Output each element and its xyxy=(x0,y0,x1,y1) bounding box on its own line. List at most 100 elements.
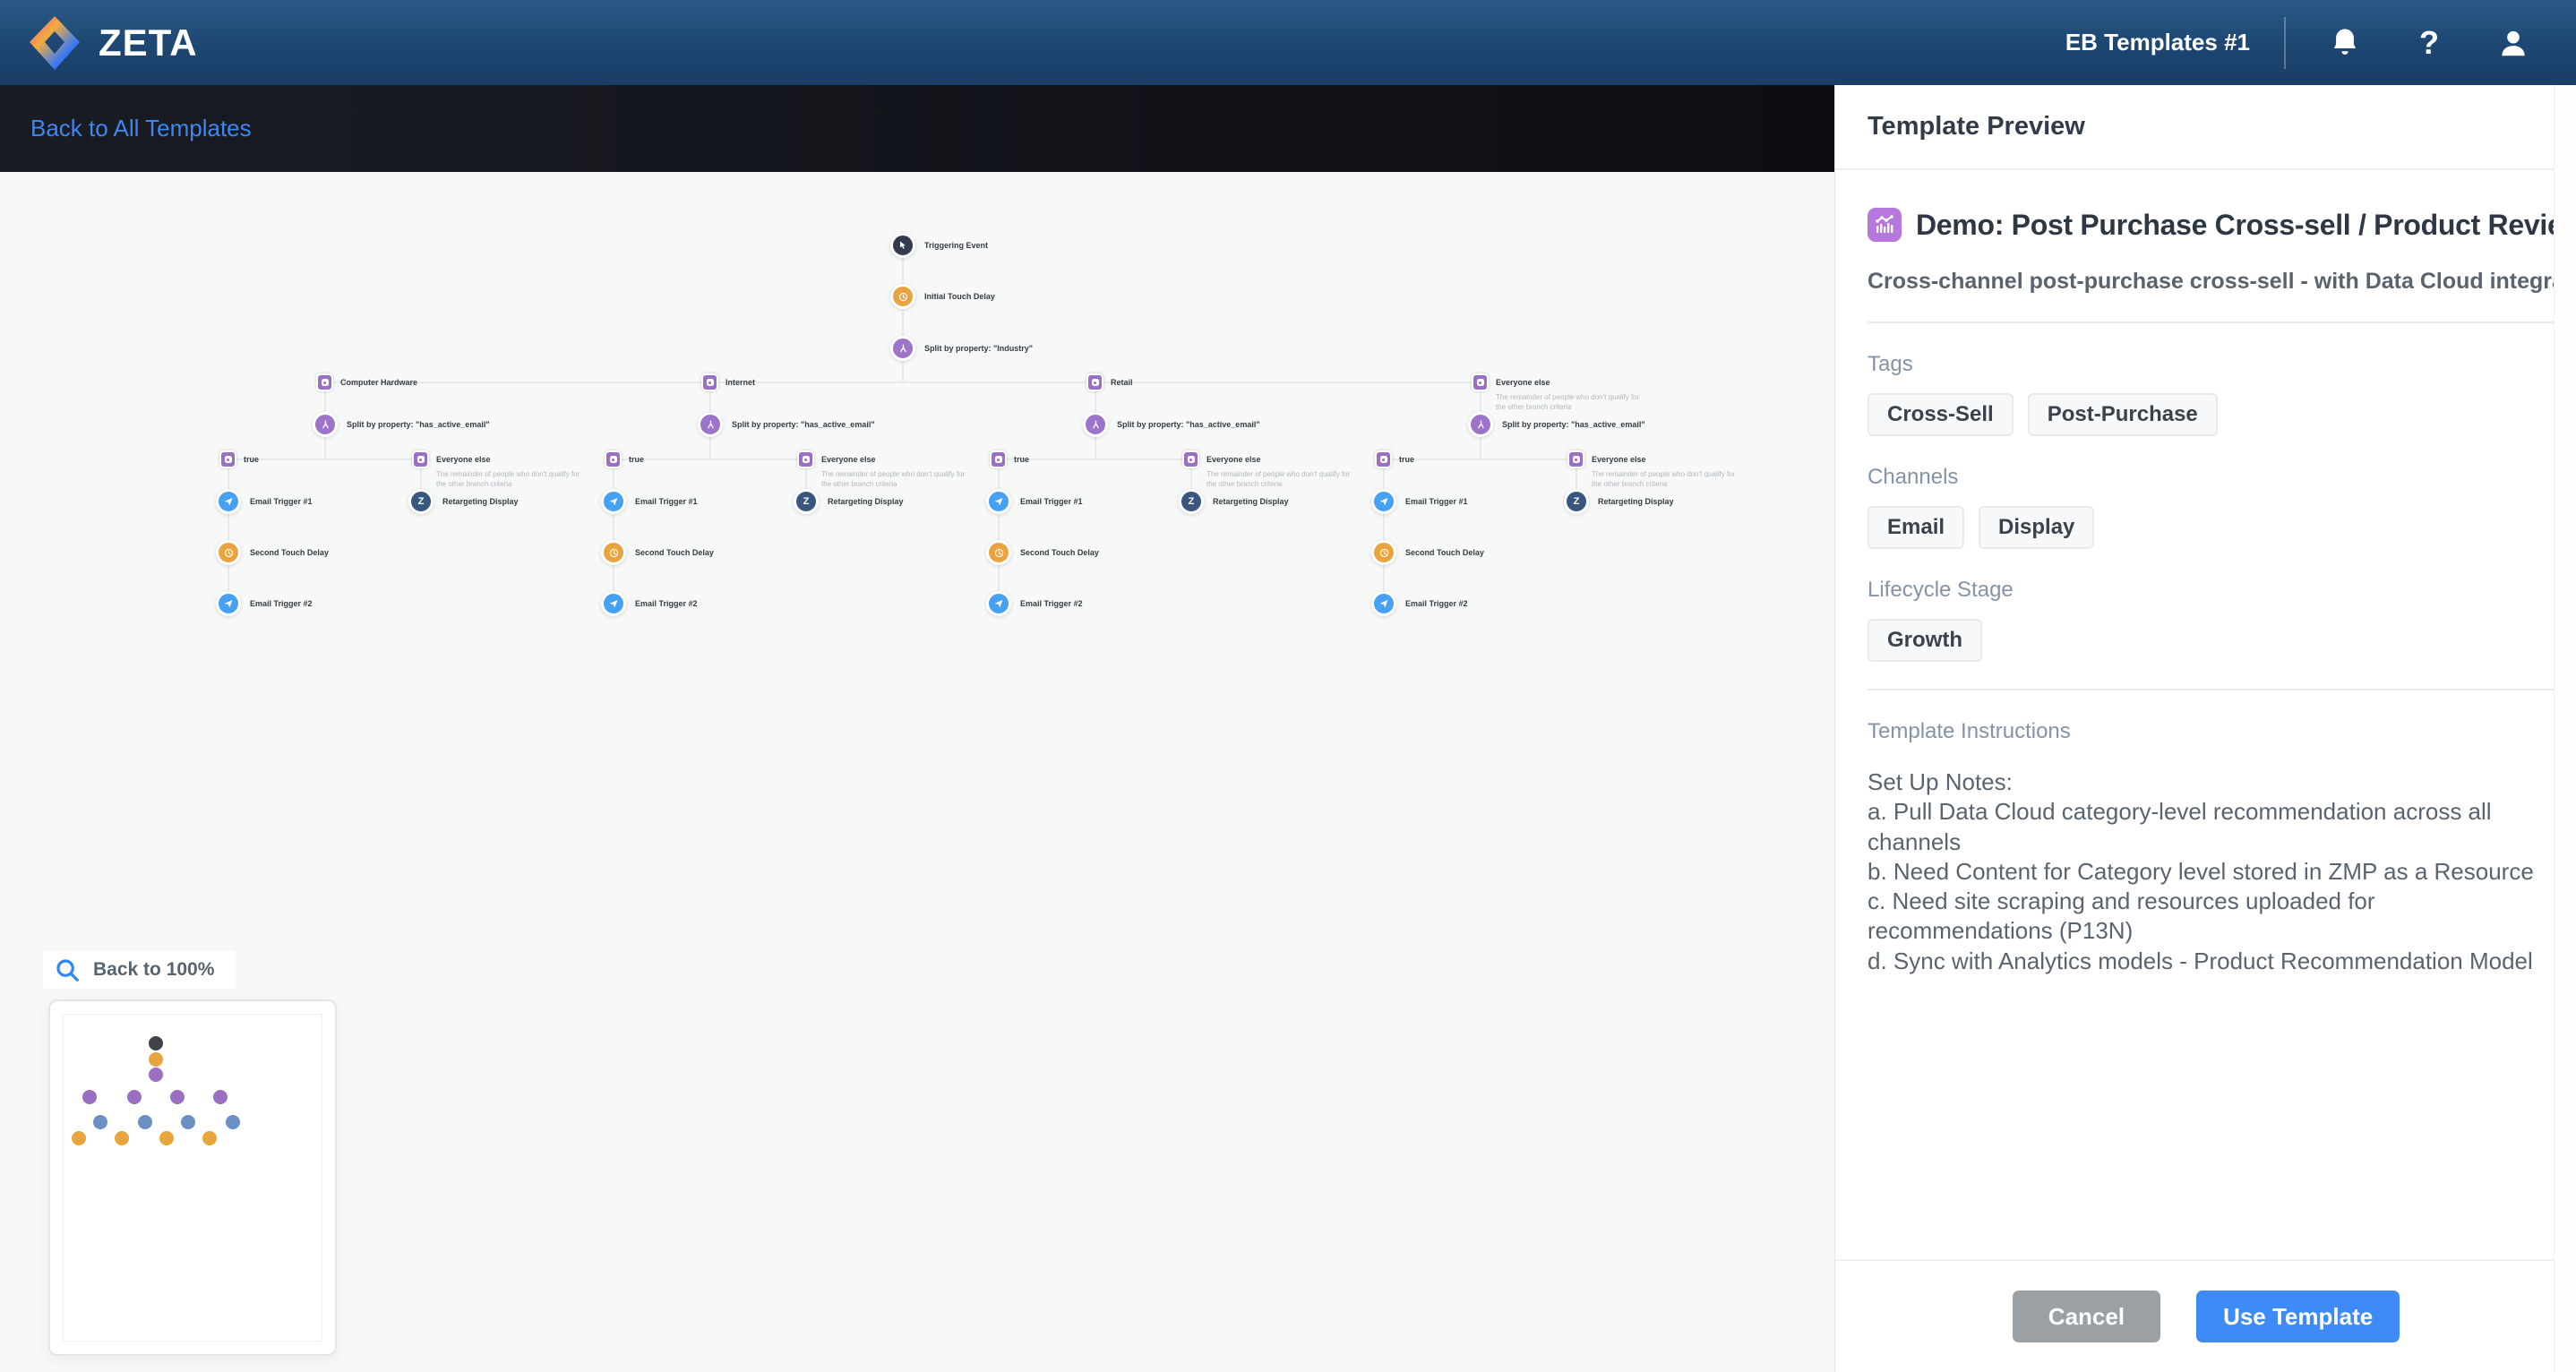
flow-node[interactable]: Email Trigger #2 xyxy=(601,591,698,616)
clock-icon xyxy=(216,540,241,565)
flow-node[interactable]: Computer Hardware xyxy=(316,373,417,391)
use-template-button[interactable]: Use Template xyxy=(2196,1291,2400,1342)
flow-node[interactable]: true xyxy=(605,450,644,468)
template-title-row: Demo: Post Purchase Cross-sell / Product… xyxy=(1868,208,2576,242)
branch-badge-icon xyxy=(990,450,1007,468)
flow-node-label: Internet xyxy=(726,378,756,387)
flow-node[interactable]: Retail xyxy=(1086,373,1133,391)
flow-node[interactable]: Email Trigger #1 xyxy=(1371,489,1468,514)
flow-node[interactable]: Internet xyxy=(701,373,755,391)
help-icon[interactable]: ? xyxy=(2419,23,2439,61)
lifecycle-chip: Growth xyxy=(1868,619,1982,662)
send-icon xyxy=(986,591,1011,616)
flow-node-label: Retail xyxy=(1111,378,1133,387)
flow-node[interactable]: true xyxy=(990,450,1029,468)
flow-node-label: Second Touch Delay xyxy=(635,548,714,557)
flow-node[interactable]: Email Trigger #2 xyxy=(1371,591,1468,616)
channels-label: Channels xyxy=(1868,465,1959,489)
minimap[interactable] xyxy=(48,999,337,1356)
flow-node[interactable]: Second Touch Delay xyxy=(601,540,714,565)
flow-node[interactable]: Second Touch Delay xyxy=(986,540,1099,565)
lifecycle-chip-row: Growth xyxy=(1868,619,2554,662)
flow-node[interactable]: Email Trigger #2 xyxy=(986,591,1083,616)
flow-node-label: true xyxy=(244,455,260,464)
send-icon xyxy=(986,489,1011,514)
minimap-node-dot xyxy=(138,1115,152,1129)
flow-node[interactable]: Split by property: "has_active_email" xyxy=(698,412,875,437)
flow-node[interactable]: Email Trigger #1 xyxy=(216,489,313,514)
minimap-node-dot xyxy=(202,1131,217,1145)
zoom-label: Back to 100% xyxy=(93,959,215,980)
scrollbar-gutter[interactable] xyxy=(2554,85,2576,1372)
minimap-node-dot xyxy=(82,1090,97,1104)
minimap-node-dot xyxy=(93,1115,107,1129)
flow-node-label: Email Trigger #1 xyxy=(1020,497,1083,506)
account-icon[interactable] xyxy=(2494,26,2533,60)
flow-node-label: Split by property: "has_active_email" xyxy=(732,420,875,429)
flow-node-label: Computer Hardware xyxy=(340,378,418,387)
cancel-button[interactable]: Cancel xyxy=(2012,1291,2161,1342)
flow-node[interactable]: Email Trigger #1 xyxy=(986,489,1083,514)
flow-node[interactable]: Split by property: "has_active_email" xyxy=(313,412,490,437)
branch-badge-icon xyxy=(1567,450,1584,468)
panel-footer: Cancel Use Template xyxy=(1835,1259,2576,1372)
template-preview-panel: Template Preview Demo: Post Purcha xyxy=(1834,85,2576,1372)
flow-node-label: Split by property: "has_active_email" xyxy=(347,420,490,429)
flow-node[interactable]: Second Touch Delay xyxy=(216,540,329,565)
flow-node[interactable]: Second Touch Delay xyxy=(1371,540,1484,565)
flow-node-label: Email Trigger #1 xyxy=(1405,497,1468,506)
back-to-100-button[interactable]: Back to 100% xyxy=(43,951,236,989)
notifications-icon[interactable] xyxy=(2325,26,2365,60)
flow-node[interactable]: Email Trigger #2 xyxy=(216,591,313,616)
tag-chip: Cross-Sell xyxy=(1868,393,2014,436)
flow-node[interactable]: Split by property: "Industry" xyxy=(890,336,1033,361)
flow-node[interactable]: true xyxy=(1375,450,1414,468)
flow-node-label: Email Trigger #2 xyxy=(1405,599,1468,608)
branch-badge-icon xyxy=(412,450,429,468)
flow-node-label: Retargeting Display xyxy=(442,497,519,506)
flow-node[interactable]: Email Trigger #1 xyxy=(601,489,698,514)
sub-navigation: Back to All Templates xyxy=(0,85,1834,172)
channel-chip: Email xyxy=(1868,506,1965,549)
flow-node-label: Email Trigger #1 xyxy=(250,497,313,506)
flow-node-label: Second Touch Delay xyxy=(250,548,329,557)
minimap-node-dot xyxy=(149,1068,163,1082)
template-title: Demo: Post Purchase Cross-sell / Product… xyxy=(1916,208,2576,241)
flow-node[interactable]: Initial Touch Delay xyxy=(890,284,995,309)
minimap-node-dot xyxy=(181,1115,195,1129)
zeta-diamond-icon xyxy=(30,15,80,70)
divider xyxy=(1868,322,2554,323)
flow-node[interactable]: Split by property: "has_active_email" xyxy=(1468,412,1645,437)
zeta-icon: Z xyxy=(1179,489,1204,514)
tag-chip: Post-Purchase xyxy=(2027,393,2218,436)
flow-node[interactable]: Triggering Event xyxy=(890,233,988,258)
flow-node-label: Email Trigger #2 xyxy=(1020,599,1083,608)
flow-node[interactable]: true xyxy=(219,450,259,468)
panel-header: Template Preview xyxy=(1835,85,2576,170)
send-icon xyxy=(1371,591,1396,616)
flow-node-label: true xyxy=(1399,455,1415,464)
flow-node-label: Retargeting Display xyxy=(1598,497,1674,506)
split-icon xyxy=(1083,412,1108,437)
clock-icon xyxy=(890,284,915,309)
zeta-logo[interactable]: ZETA xyxy=(27,14,198,72)
branch-badge-icon xyxy=(701,373,718,391)
nav-divider xyxy=(2284,16,2286,69)
flow-node[interactable]: Split by property: "has_active_email" xyxy=(1083,412,1260,437)
back-to-templates-link[interactable]: Back to All Templates xyxy=(30,115,252,141)
flow-node-label: Triggering Event xyxy=(924,241,989,250)
instructions-body: Set Up Notes: a. Pull Data Cloud categor… xyxy=(1868,768,2534,974)
minimap-node-dot xyxy=(170,1090,185,1104)
